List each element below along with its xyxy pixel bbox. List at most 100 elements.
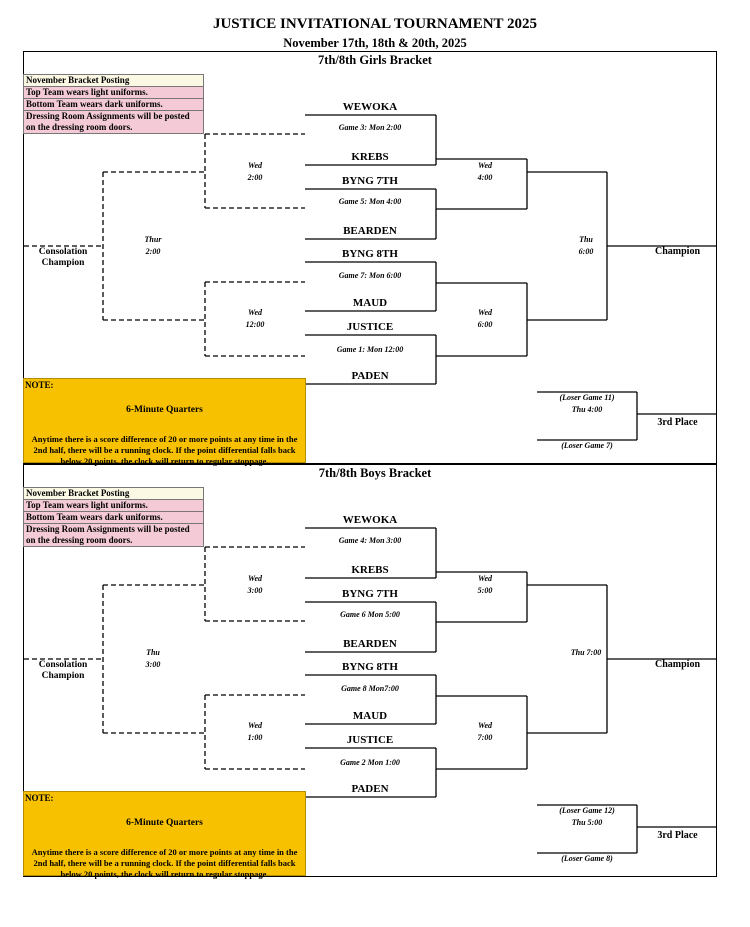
consolation-final-time: Thur 2:00 <box>123 234 183 258</box>
info-posting: November Bracket Posting <box>23 487 204 500</box>
champion-label: Champion <box>654 246 700 257</box>
team-slot: KREBS <box>351 564 389 576</box>
info-top-team: Top Team wears light uniforms. <box>23 87 204 99</box>
game-label: Game 6 Mon 5:00 <box>340 610 400 619</box>
team-slot: JUSTICE <box>346 321 394 333</box>
page-title: JUSTICE INVITATIONAL TOURNAMENT 2025 <box>212 16 538 32</box>
left-upper-time: Wed 3:00 <box>225 573 285 597</box>
right-upper-time: Wed 4:00 <box>455 160 515 184</box>
bracket-title: 7th/8th Girls Bracket <box>318 53 432 67</box>
right-lower-time: Wed 7:00 <box>455 720 515 744</box>
left-lower-time: Wed 12:00 <box>225 307 285 331</box>
info-box: November Bracket Posting Top Team wears … <box>23 74 204 134</box>
third-place-label: 3rd Place <box>657 830 698 841</box>
team-slot: KREBS <box>351 151 389 163</box>
info-dressing: Dressing Room Assignments will be posted… <box>23 111 204 134</box>
note-label: NOTE: <box>25 380 54 390</box>
left-lower-time: Wed 1:00 <box>225 720 285 744</box>
game-label: Game 4: Mon 3:00 <box>338 536 402 545</box>
consolation-line1: Consolation <box>38 247 88 257</box>
note-box: NOTE: 6-Minute Quarters Anytime there is… <box>23 791 306 879</box>
third-place-top: (Loser Game 12) <box>559 806 615 815</box>
team-slot: BEARDEN <box>343 638 397 650</box>
left-lower-time-day: Wed <box>247 721 263 730</box>
consolation-final-time-day: Thur <box>144 235 162 244</box>
team-slot: WEWOKA <box>342 101 398 113</box>
left-lower-time-day: Wed <box>247 308 263 317</box>
left-lower-time-time: 1:00 <box>247 733 263 742</box>
final-time-day: Thu <box>579 235 593 244</box>
third-place-bottom: (Loser Game 7) <box>561 441 613 450</box>
team-slot: MAUD <box>352 297 388 309</box>
note-box: NOTE: 6-Minute Quarters Anytime there is… <box>23 378 306 466</box>
third-place-bottom: (Loser Game 8) <box>561 854 613 863</box>
third-place-time: Thu 4:00 <box>571 405 603 414</box>
game-label: Game 2 Mon 1:00 <box>340 758 400 767</box>
team-slot: PADEN <box>351 370 389 382</box>
consolation-final-time-time: 2:00 <box>145 247 161 256</box>
right-lower-time-time: 6:00 <box>477 320 493 329</box>
right-upper-time-time: 5:00 <box>477 586 493 595</box>
info-box: November Bracket Posting Top Team wears … <box>23 487 204 547</box>
left-upper-time: Wed 2:00 <box>225 160 285 184</box>
team-slot: BYNG 7TH <box>342 588 398 600</box>
info-bottom-team: Bottom Team wears dark uniforms. <box>23 99 204 111</box>
third-place-top: (Loser Game 11) <box>559 393 615 402</box>
champion-label: Champion <box>654 659 700 670</box>
right-lower-time-day: Wed <box>477 308 493 317</box>
note-body: Anytime there is a score difference of 2… <box>31 847 298 879</box>
bracket-title: 7th/8th Boys Bracket <box>318 466 432 480</box>
team-slot: MAUD <box>352 710 388 722</box>
info-posting: November Bracket Posting <box>23 74 204 87</box>
left-upper-time-time: 3:00 <box>247 586 263 595</box>
info-bottom-team: Bottom Team wears dark uniforms. <box>23 512 204 524</box>
left-upper-time-time: 2:00 <box>247 173 263 182</box>
final-time-time: 6:00 <box>578 247 594 256</box>
tournament-dates: November 17th, 18th & 20th, 2025 <box>283 36 467 50</box>
consolation-champion-label: Consolation Champion <box>24 660 102 682</box>
bracket-frame <box>23 464 717 877</box>
team-slot: WEWOKA <box>342 514 398 526</box>
team-slot: BYNG 8TH <box>342 661 398 673</box>
consolation-line2: Champion <box>41 258 85 268</box>
final-time: Thu 7:00 <box>556 647 616 659</box>
final-time-time: Thu 7:00 <box>570 648 602 657</box>
left-upper-time-day: Wed <box>247 161 263 170</box>
consolation-final-time: Thu 3:00 <box>123 647 183 671</box>
left-upper-time-day: Wed <box>247 574 263 583</box>
game-label: Game 3: Mon 2:00 <box>338 123 402 132</box>
consolation-champion-label: Consolation Champion <box>24 247 102 269</box>
team-slot: BYNG 7TH <box>342 175 398 187</box>
right-upper-time-day: Wed <box>477 574 493 583</box>
left-lower-time-time: 12:00 <box>245 320 265 329</box>
team-slot: BEARDEN <box>343 225 397 237</box>
game-label: Game 1: Mon 12:00 <box>336 345 404 354</box>
consolation-final-time-time: 3:00 <box>145 660 161 669</box>
final-time: Thu 6:00 <box>556 234 616 258</box>
game-label: Game 8 Mon7:00 <box>341 684 399 693</box>
info-top-team: Top Team wears light uniforms. <box>23 500 204 512</box>
team-slot: BYNG 8TH <box>342 248 398 260</box>
right-upper-time-time: 4:00 <box>477 173 493 182</box>
right-upper-time-day: Wed <box>477 161 493 170</box>
note-label: NOTE: <box>25 793 54 803</box>
consolation-line2: Champion <box>41 671 85 681</box>
third-place-label: 3rd Place <box>657 417 698 428</box>
game-label: Game 5: Mon 4:00 <box>338 197 402 206</box>
consolation-final-time-day: Thu <box>146 648 160 657</box>
game-label: Game 7: Mon 6:00 <box>338 271 402 280</box>
right-lower-time-time: 7:00 <box>477 733 493 742</box>
third-place-time: Thu 5:00 <box>571 818 603 827</box>
right-lower-time: Wed 6:00 <box>455 307 515 331</box>
team-slot: PADEN <box>351 783 389 795</box>
right-lower-time-day: Wed <box>477 721 493 730</box>
team-slot: JUSTICE <box>346 734 394 746</box>
note-body: Anytime there is a score difference of 2… <box>31 434 298 466</box>
note-head: 6-Minute Quarters <box>126 405 203 415</box>
note-head: 6-Minute Quarters <box>126 818 203 828</box>
right-upper-time: Wed 5:00 <box>455 573 515 597</box>
consolation-line1: Consolation <box>38 660 88 670</box>
info-dressing: Dressing Room Assignments will be posted… <box>23 524 204 547</box>
